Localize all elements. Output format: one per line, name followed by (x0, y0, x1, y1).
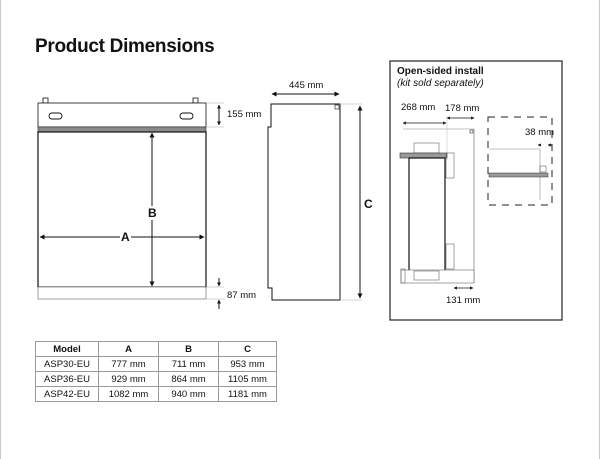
cell-a: 929 mm (98, 371, 159, 387)
open-sided-panel-drawing (389, 60, 563, 321)
cell-model: ASP30-EU (35, 356, 99, 372)
side-depth-label: 445 mm (289, 80, 324, 91)
front-view (37, 97, 224, 309)
open-sided-title: Open-sided install (397, 66, 484, 77)
header-a: A (98, 341, 159, 357)
open-sided-subtitle: (kit sold separately) (397, 78, 484, 89)
cell-c: 1105 mm (218, 371, 277, 387)
front-top-height-label: 155 mm (227, 109, 262, 120)
table-row: ASP42-EU 1082 mm 940 mm 1181 mm (35, 386, 277, 402)
front-bottom-height-label: 87 mm (227, 290, 257, 301)
open-sided-dim-178: 178 mm (445, 103, 480, 114)
cell-b: 864 mm (158, 371, 219, 387)
cell-model: ASP36-EU (35, 371, 99, 387)
open-sided-dim-38: 38 mm (525, 127, 555, 138)
table-row: ASP30-EU 777 mm 711 mm 953 mm (35, 356, 277, 372)
cell-c: 953 mm (218, 356, 277, 372)
open-sided-dim-131: 131 mm (446, 295, 481, 306)
cell-a: 1082 mm (98, 386, 159, 402)
side-view (267, 91, 363, 301)
page-title: Product Dimensions (35, 36, 215, 57)
open-sided-dim-268: 268 mm (401, 102, 436, 113)
header-b: B (158, 341, 219, 357)
header-model: Model (35, 341, 99, 357)
dimension-c-label: C (364, 197, 373, 211)
dimensions-table: Model A B C ASP30-EU 777 mm 711 mm 953 m… (35, 341, 277, 402)
cell-b: 711 mm (158, 356, 219, 372)
dimension-a-label: A (120, 230, 131, 244)
table-row: ASP36-EU 929 mm 864 mm 1105 mm (35, 371, 277, 387)
header-c: C (218, 341, 277, 357)
dimension-b-label: B (147, 206, 158, 220)
cell-model: ASP42-EU (35, 386, 99, 402)
cell-a: 777 mm (98, 356, 159, 372)
table-header-row: Model A B C (35, 341, 277, 357)
cell-b: 940 mm (158, 386, 219, 402)
cell-c: 1181 mm (218, 386, 277, 402)
